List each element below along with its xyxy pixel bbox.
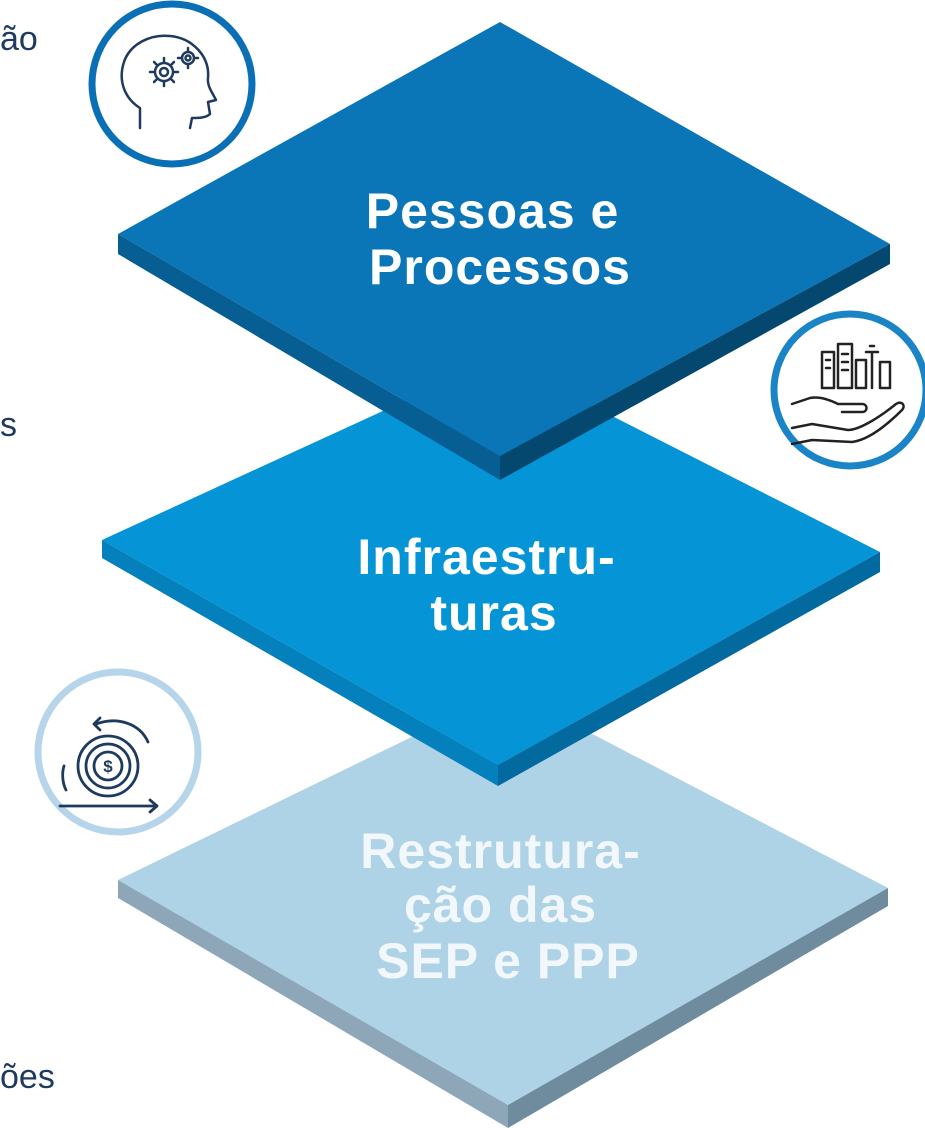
layer-restruturacao-top (118, 690, 888, 1105)
layer-pessoas-processos-right-edge (500, 244, 890, 480)
layer-infraestruturas-left-edge (102, 540, 498, 786)
layer-pessoas-processos-label-2: Processos (369, 239, 631, 295)
edge-text-2: s (0, 406, 17, 444)
layer-pessoas-processos-left-edge (118, 234, 500, 480)
dollar-cycle-icon: $ (34, 668, 202, 836)
layer-infraestruturas[interactable]: Infraestru- turas (102, 358, 880, 786)
layer-infraestruturas-right-edge (498, 552, 880, 786)
layer-restruturacao[interactable]: Restrutura- ção das SEP e PPP (118, 690, 888, 1128)
layer-restruturacao-label-2: ção das (404, 877, 597, 933)
dollar-sign-glyph: $ (103, 757, 113, 776)
city-in-hand-icon (770, 310, 925, 470)
svg-text:Infraestru- turas: Infraestru- turas (357, 529, 630, 641)
layer-infraestruturas-label-1: Infraestru- (357, 529, 615, 585)
layer-infraestruturas-top (102, 358, 880, 765)
layer-restruturacao-left-edge (118, 880, 508, 1128)
edge-text-1: ão (0, 20, 38, 58)
edge-text-3: ões (0, 1058, 55, 1096)
svg-text:Restrutura- ção das: Restrutura- ção das SEP e PPP (360, 823, 655, 989)
layer-pessoas-processos-label-1: Pessoas e (366, 183, 620, 239)
layer-infraestruturas-label-2: turas (430, 585, 557, 641)
layer-pessoas-processos[interactable]: Pessoas e Processos (118, 22, 890, 480)
svg-text:Pessoas e Processos: Pessoas e Processos (366, 183, 635, 295)
head-gears-icon (88, 0, 256, 168)
layer-restruturacao-label-1: Restrutura- (360, 823, 640, 879)
layer-pessoas-processos-top (118, 22, 890, 456)
layer-restruturacao-label-3: SEP e PPP (376, 933, 640, 989)
layer-restruturacao-right-edge (508, 888, 888, 1128)
